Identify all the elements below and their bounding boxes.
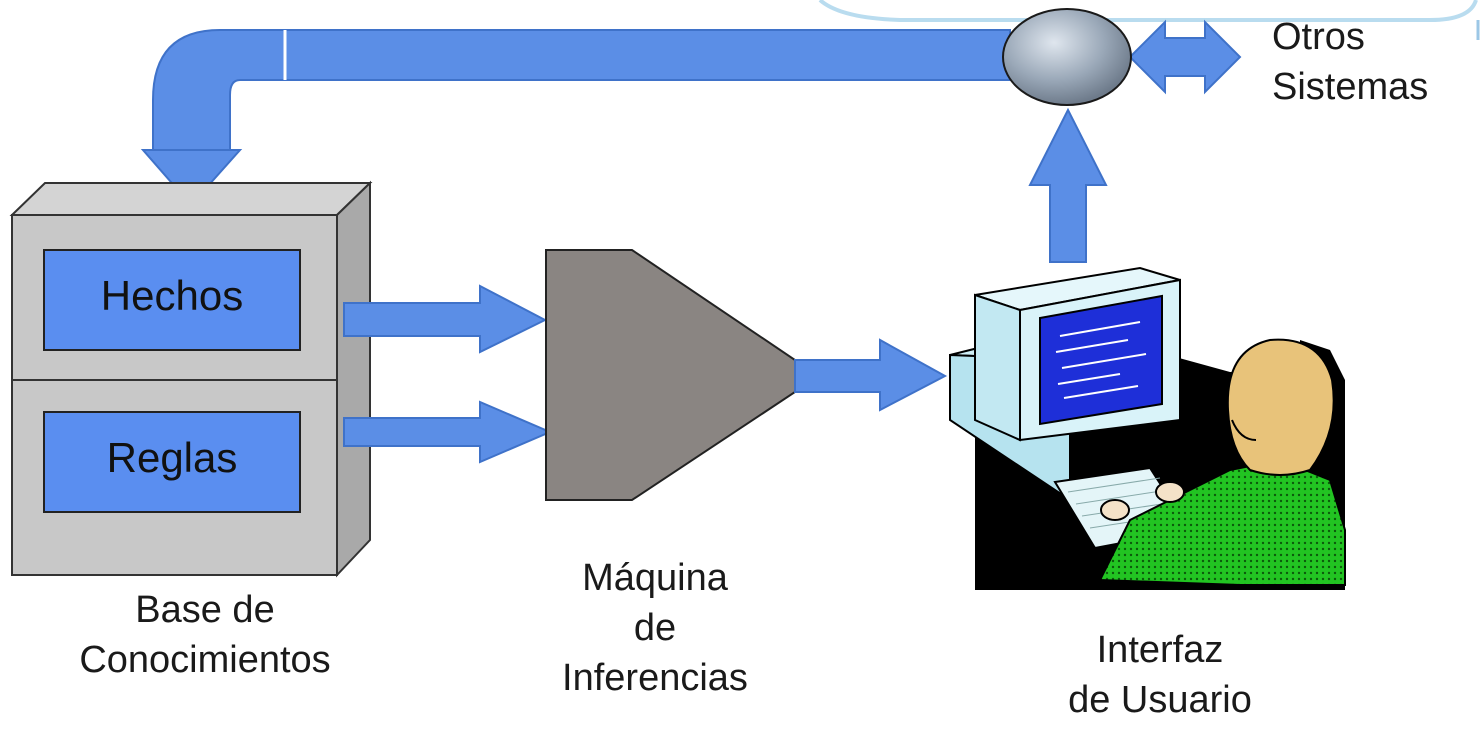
double-arrow-otros (1128, 19, 1242, 95)
inference-engine-shape (545, 249, 796, 501)
otros-label-line2: Sistemas (1272, 66, 1429, 108)
reglas-box (43, 411, 301, 513)
base-conocimientos-label: Base de Conocimientos (70, 585, 340, 685)
reglas-label: Reglas (106, 434, 238, 481)
arrow-engine-interface (794, 338, 948, 412)
otros-label-line1: Otros (1272, 16, 1365, 58)
base-label-line1: Base de (135, 589, 275, 631)
interfaz-label-line2: de Usuario (1068, 679, 1252, 721)
arrow-reglas-engine (343, 400, 553, 464)
corner-frame (818, 0, 1478, 22)
hechos-box (43, 249, 301, 351)
interfaz-usuario-label: Interfaz de Usuario (1030, 625, 1290, 725)
otros-sistemas-label: Otros Sistemas (1272, 12, 1428, 112)
ellipse-connector-icon (1002, 8, 1132, 106)
maquina-label-line1: Máquina (582, 557, 728, 599)
up-arrow-interface (1028, 107, 1108, 263)
base-label-line2: Conocimientos (79, 639, 331, 681)
person-at-computer-icon (949, 266, 1346, 590)
arrow-hechos-engine (343, 284, 548, 354)
screen (1039, 294, 1163, 426)
maquina-inferencias-label: Máquina de Inferencias (530, 553, 780, 703)
knowledge-base-cabinet (9, 180, 373, 578)
interfaz-label-line1: Interfaz (1096, 629, 1224, 671)
feedback-channel (140, 29, 1011, 207)
maquina-label-line3: Inferencias (562, 657, 748, 699)
hechos-label: Hechos (100, 272, 244, 319)
maquina-label-line2: de (633, 607, 677, 649)
